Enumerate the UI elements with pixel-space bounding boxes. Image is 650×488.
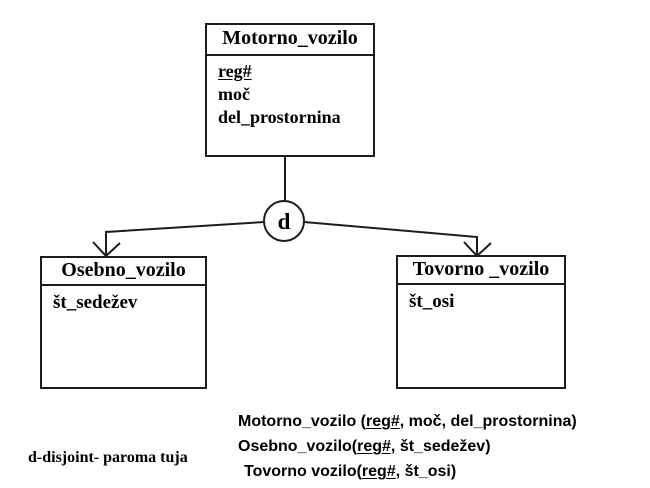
schema-prefix: Osebno_vozilo( (238, 438, 358, 455)
entity-motorno-vozilo: Motorno_vozilo reg# moč del_prostornina (205, 23, 375, 157)
connector-right (303, 221, 478, 255)
attribute: št_sedežev (53, 292, 138, 313)
primary-key-label: reg# (218, 61, 252, 81)
schema-key: reg# (361, 463, 396, 480)
attribute: del_prostornina (218, 107, 341, 127)
entity-title: Tovorno _vozilo (398, 257, 564, 285)
attribute-primary-key: reg# (218, 60, 373, 83)
entity-osebno-vozilo: Osebno_vozilo št_sedežev (40, 256, 207, 389)
schema-line: Osebno_vozilo(reg#, št_sedežev) (238, 434, 577, 459)
schema-key: reg# (357, 438, 391, 455)
schema-line: Motorno_vozilo (reg#, moč, del_prostorni… (238, 409, 577, 434)
schema-prefix: Motorno_vozilo ( (238, 413, 366, 430)
disjoint-note: d-disjoint- paroma tuja (28, 449, 188, 466)
disjoint-circle (263, 200, 305, 242)
schema-suffix: , št_osi) (395, 463, 457, 480)
entity-tovorno-vozilo: Tovorno _vozilo št_osi (396, 255, 566, 389)
schema-prefix: Tovorno vozilo( (244, 463, 362, 480)
schema-suffix: , št_sedežev) (390, 438, 491, 455)
relational-schema: Motorno_vozilo (reg#, moč, del_prostorni… (238, 409, 577, 484)
connector-left (105, 221, 265, 255)
disjoint-circle-label: d (278, 209, 291, 234)
schema-key: reg# (365, 413, 400, 430)
attribute: št_osi (409, 291, 455, 312)
attribute: moč (218, 84, 250, 104)
entity-attributes: št_sedežev (42, 286, 205, 315)
entity-title: Motorno_vozilo (207, 25, 373, 56)
schema-suffix: , moč, del_prostornina) (399, 413, 577, 430)
schema-line: Tovorno vozilo(reg#, št_osi) (238, 459, 577, 484)
entity-attributes: reg# moč del_prostornina (207, 56, 373, 129)
entity-title: Osebno_vozilo (42, 258, 205, 286)
entity-attributes: št_osi (398, 285, 564, 314)
